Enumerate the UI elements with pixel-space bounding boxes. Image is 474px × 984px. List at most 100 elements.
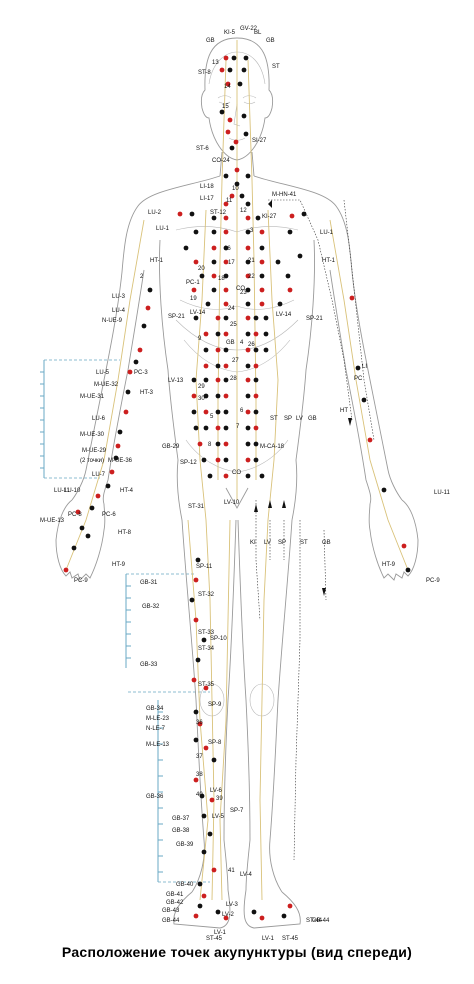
red-point: [177, 211, 183, 217]
point-label: LU-4: [112, 308, 126, 314]
point-label: LV-10: [224, 500, 240, 506]
point-label: GB-39: [176, 842, 194, 848]
black-point: [253, 377, 259, 383]
black-point: [223, 457, 229, 463]
red-point: [215, 347, 221, 353]
black-point: [223, 377, 229, 383]
black-point: [263, 315, 269, 321]
point-label: LI-18: [200, 184, 214, 190]
point-label: M-CA-18: [260, 444, 285, 450]
point-label: 26: [248, 342, 255, 348]
point-label: HT-1: [322, 258, 336, 264]
black-point: [211, 757, 217, 763]
red-point: [145, 305, 151, 311]
acupuncture-points: [63, 55, 411, 921]
black-point: [191, 377, 197, 383]
black-point: [195, 657, 201, 663]
point-label: KI-27: [262, 214, 277, 220]
red-point: [245, 315, 251, 321]
point-label: LI: [362, 364, 367, 370]
point-label: GB-37: [172, 816, 190, 822]
red-point: [223, 55, 229, 61]
black-point: [243, 131, 249, 137]
point-label: 18: [218, 276, 225, 282]
red-point: [245, 215, 251, 221]
red-point: [109, 469, 115, 475]
point-label: GB-31: [140, 580, 158, 586]
point-label: (2 точки): [80, 458, 104, 464]
flow-lines: [254, 199, 375, 861]
black-point: [211, 287, 217, 293]
red-point: [209, 797, 215, 803]
black-point: [223, 173, 229, 179]
red-point: [191, 677, 197, 683]
acupuncture-front-diagram: GBKI-5GV-22BLGBSTST-8ST-6CO-24SI-27M-HN-…: [40, 26, 451, 940]
red-point: [193, 617, 199, 623]
point-label: ST-32: [198, 592, 215, 598]
point-label: LV-6: [210, 788, 223, 794]
point-label: 38: [196, 772, 203, 778]
black-point: [189, 211, 195, 217]
black-point: [205, 301, 211, 307]
point-labels: GBKI-5GV-22BLGBSTST-8ST-6CO-24SI-27M-HN-…: [40, 26, 451, 940]
black-point: [147, 287, 153, 293]
red-point: [253, 331, 259, 337]
red-point: [253, 363, 259, 369]
black-point: [255, 215, 261, 221]
point-label: SP-21: [306, 316, 323, 322]
red-point: [223, 441, 229, 447]
black-point: [215, 409, 221, 415]
black-point: [243, 55, 249, 61]
black-point: [251, 909, 257, 915]
black-point: [203, 377, 209, 383]
red-point: [253, 425, 259, 431]
black-point: [245, 473, 251, 479]
red-point: [223, 915, 229, 921]
red-point: [259, 259, 265, 265]
black-point: [203, 347, 209, 353]
point-label: 4: [240, 340, 244, 346]
black-point: [105, 483, 111, 489]
red-point: [229, 193, 235, 199]
red-point: [115, 443, 121, 449]
point-label: 8: [208, 442, 212, 448]
black-point: [223, 273, 229, 279]
black-point: [113, 455, 119, 461]
red-point: [401, 543, 407, 549]
point-label: LU-11: [434, 490, 451, 496]
black-point: [207, 831, 213, 837]
black-point: [245, 229, 251, 235]
point-label: CO: [232, 470, 241, 476]
point-label: M-LE-13: [146, 742, 170, 748]
black-point: [277, 301, 283, 307]
black-point: [141, 323, 147, 329]
red-point: [287, 903, 293, 909]
point-label: ST-34: [198, 646, 215, 652]
point-label: GV-22: [240, 26, 258, 32]
point-label: SP-8: [208, 740, 222, 746]
red-point: [223, 215, 229, 221]
black-point: [263, 347, 269, 353]
black-point: [199, 273, 205, 279]
point-label: HT-1: [150, 258, 164, 264]
point-label: LV-13: [168, 378, 184, 384]
point-label: ST: [270, 416, 278, 422]
point-label: SP: [284, 416, 292, 422]
black-point: [193, 229, 199, 235]
point-label: 7: [236, 424, 240, 430]
black-point: [197, 881, 203, 887]
red-point: [245, 245, 251, 251]
point-label: 30: [198, 396, 205, 402]
black-point: [133, 359, 139, 365]
point-label: 40: [196, 792, 203, 798]
black-point: [245, 259, 251, 265]
black-point: [211, 215, 217, 221]
point-label: SP-12: [180, 460, 197, 466]
point-label: M-UE-13: [40, 518, 65, 524]
red-point: [233, 139, 239, 145]
point-label: 5: [210, 414, 214, 420]
black-point: [241, 113, 247, 119]
arm-ruler: [40, 359, 120, 479]
black-point: [193, 315, 199, 321]
point-label: LU-11: [54, 488, 71, 494]
